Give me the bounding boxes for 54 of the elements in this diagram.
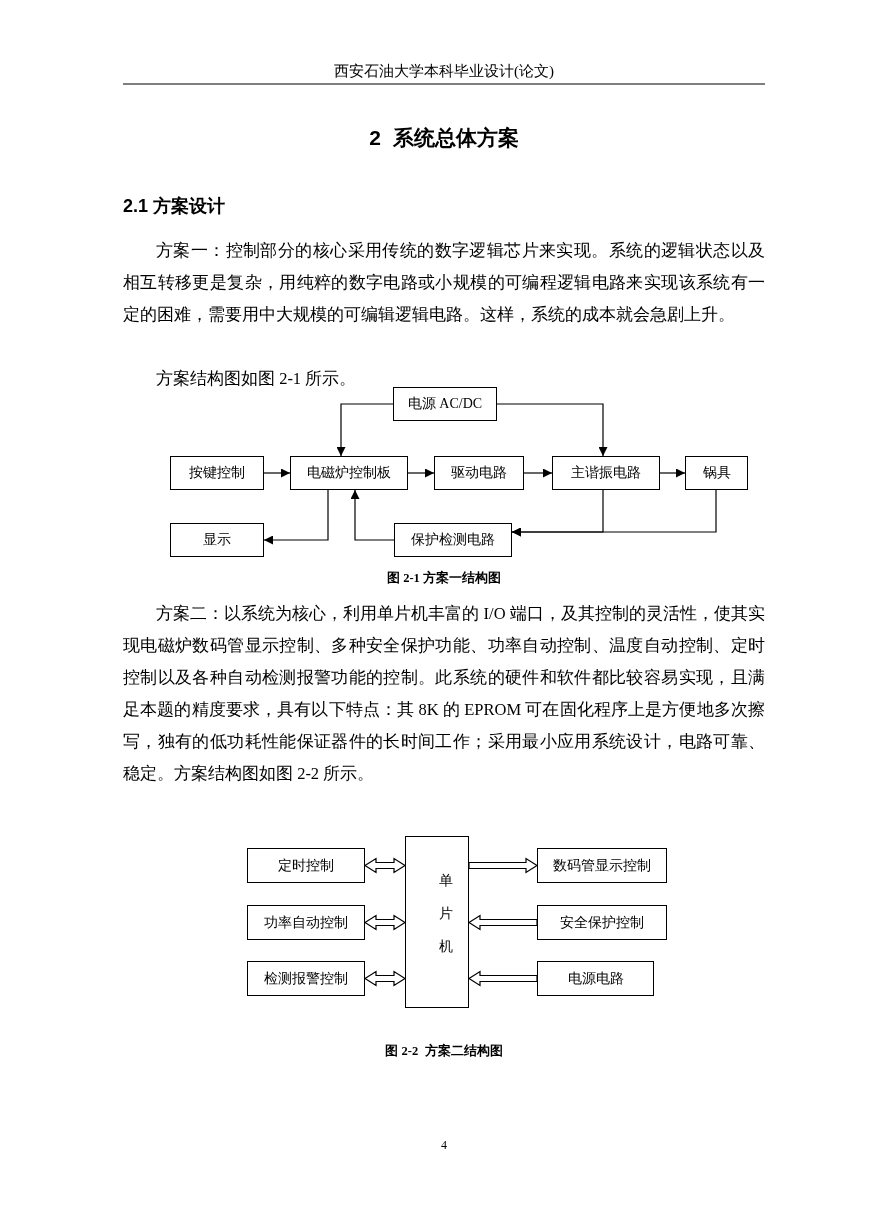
block-label: 电磁炉控制板 — [307, 464, 391, 482]
block-label: 锅具 — [702, 464, 731, 482]
block-box — [170, 523, 264, 557]
microcontroller-box — [405, 836, 469, 1008]
arrow — [350, 489, 395, 541]
block-box — [434, 456, 524, 490]
arrow — [407, 468, 435, 478]
block-box — [290, 456, 408, 490]
page-number: 4 — [440, 1138, 448, 1153]
section-heading: 2.1 方案设计 — [123, 195, 227, 218]
block-label: 检测报警控制 — [264, 969, 348, 988]
block-box — [537, 848, 667, 883]
block-box — [537, 905, 667, 940]
double-arrow — [363, 857, 407, 874]
block-box — [393, 387, 497, 421]
block-box — [247, 848, 365, 883]
block-arrow — [467, 914, 538, 931]
block-box — [552, 456, 660, 490]
block-label: 主谐振电路 — [571, 464, 641, 482]
figure-caption: 图 2-2 方案二结构图 — [384, 1043, 504, 1060]
body-paragraph: 方案结构图如图 2-1 所示。 — [155, 368, 358, 390]
arrow — [659, 468, 686, 478]
figure-caption: 图 2-1 方案一结构图 — [386, 570, 502, 587]
block-label: 功率自动控制 — [264, 913, 348, 932]
block-label: 安全保护控制 — [560, 913, 644, 932]
block-label: 单片机 — [439, 872, 453, 956]
double-arrow — [363, 970, 407, 987]
body-paragraph: 方案二：以系统为核心，利用单片机丰富的 I/O 端口，及其控制的灵活性，使其实现电磁炉数码管显示控制、多种安全保护功能、功率自动控制、温度自动控制、定时控制以及各种自动检测报警功能的控制。此系统的硬件和软件都比较容易实现，且满足本题的精度要求，具有以下特点：其 8K 的 EPROM 可在固化程序上是方便地多次擦写，独有的低功耗性能保证器件的长时间工作；采用最小应用系统设计，电路可靠、稳定。方案结构图如图 2-2 所示。 — [123, 603, 765, 785]
block-box — [394, 523, 512, 557]
block-label: 显示 — [203, 531, 231, 549]
double-arrow — [363, 914, 407, 931]
arrow — [496, 403, 608, 457]
block-label: 电源 AC/DC — [407, 395, 483, 413]
block-label: 定时控制 — [278, 856, 334, 875]
body-paragraph: 方案一：控制部分的核心采用传统的数字逻辑芯片来实现。系统的逻辑状态以及相互转移更是复杂，用纯粹的数字电路或小规模的可编程逻辑电路来实现该系统有一定的困难，需要用中大规模的可编辑逻辑电路。这样，系统的成本就会急剧上升。 — [123, 240, 765, 326]
block-label: 电源电路 — [567, 969, 624, 988]
block-box — [247, 961, 365, 996]
page-header: 西安石油大学本科毕业设计(论文) — [333, 62, 555, 81]
block-label: 按键控制 — [189, 464, 245, 482]
block-label: 数码管显示控制 — [553, 856, 651, 875]
chapter-title: 2 系统总体方案 — [368, 125, 520, 151]
block-label: 保护检测电路 — [411, 531, 495, 549]
arrow — [263, 489, 329, 545]
block-box — [685, 456, 748, 490]
block-box — [247, 905, 365, 940]
arrow — [336, 403, 394, 457]
arrow — [523, 468, 553, 478]
block-arrow — [467, 970, 538, 987]
block-box — [170, 456, 264, 490]
arrow — [263, 468, 291, 478]
block-label: 驱动电路 — [451, 464, 507, 482]
arrow — [511, 489, 717, 537]
block-arrow — [468, 857, 539, 874]
block-box — [537, 961, 654, 996]
